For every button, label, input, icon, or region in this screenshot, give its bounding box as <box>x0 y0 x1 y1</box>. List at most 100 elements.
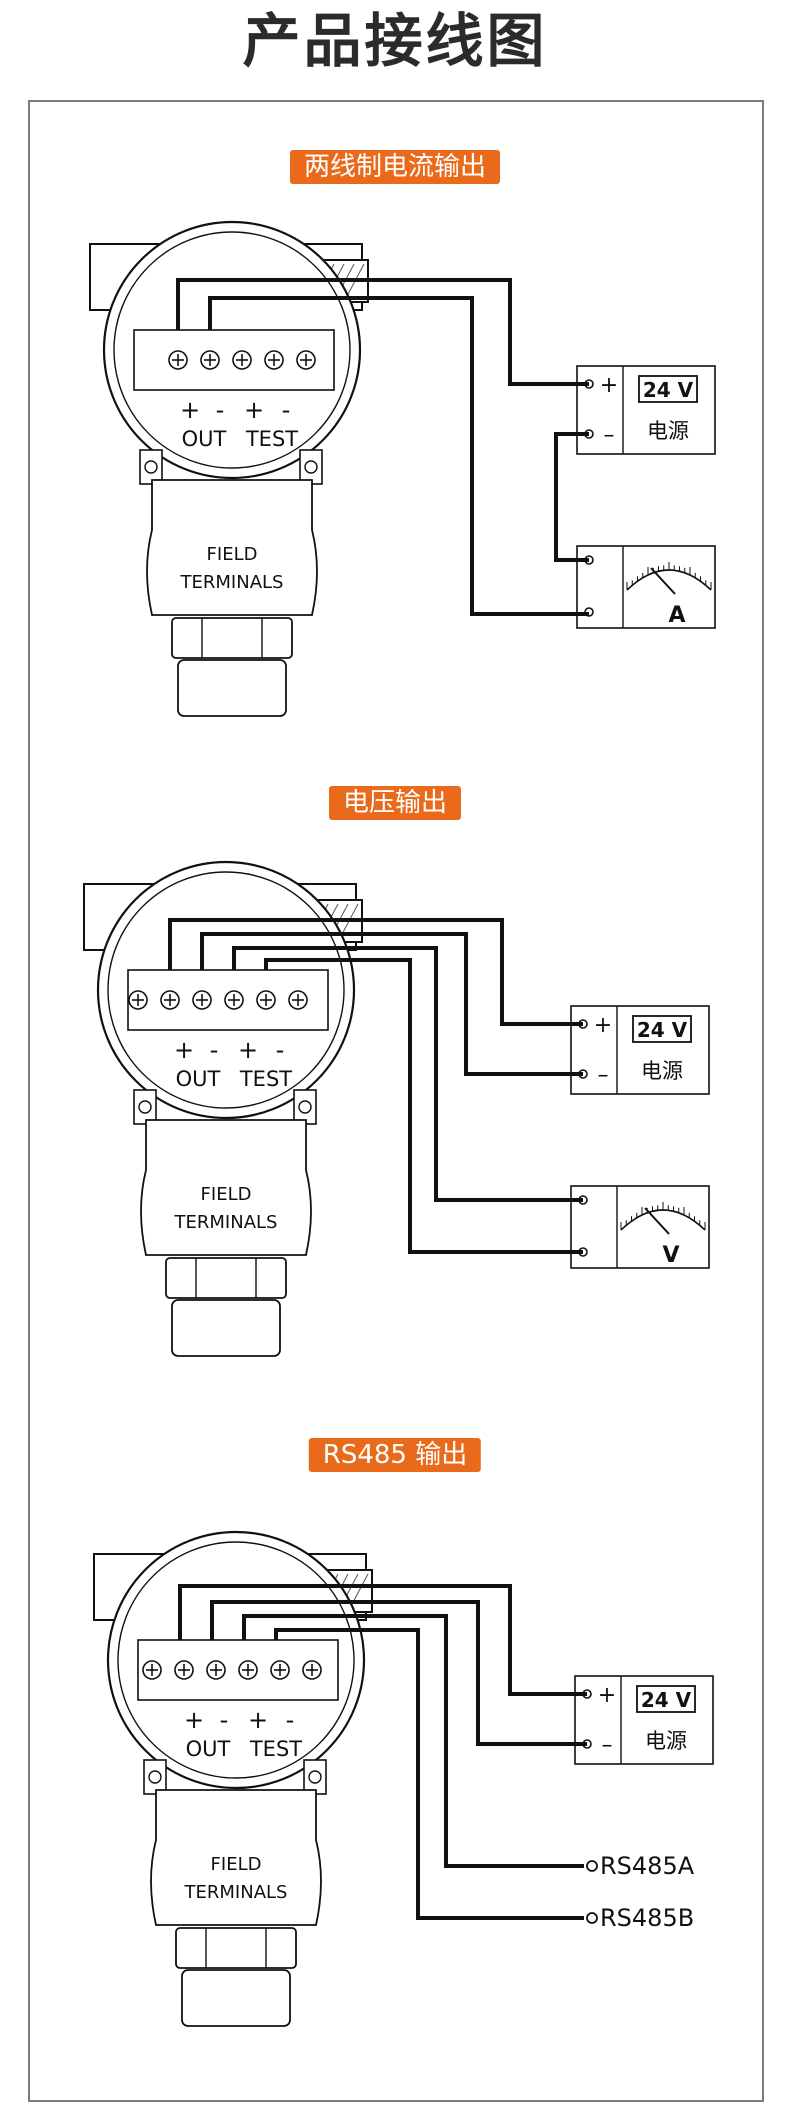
mount-lug <box>299 449 323 485</box>
out-minus-label: - <box>220 1706 229 1734</box>
section-label-current: 两线制电流输出 <box>289 150 501 184</box>
meter-box <box>570 1185 710 1269</box>
terminals-label: TERMINALS <box>174 1212 278 1233</box>
section-label-rs485: RS485 输出 <box>308 1438 482 1472</box>
terminal-screw <box>200 350 220 370</box>
terminal-screw <box>264 350 284 370</box>
neck-body <box>140 1119 312 1256</box>
test-minus-label: - <box>286 1706 295 1734</box>
wire <box>210 1600 587 1746</box>
terminal-screw <box>302 1660 322 1680</box>
power-supply: + – 24 V 电源 <box>570 1005 710 1095</box>
hex-nut <box>165 1257 287 1299</box>
meter-box <box>576 545 716 629</box>
terminal-screw <box>256 990 276 1010</box>
wire <box>274 1628 584 1920</box>
power-minus-label: – <box>598 1063 609 1088</box>
terminal-screw <box>206 1660 226 1680</box>
test-minus-label: - <box>282 396 291 424</box>
power-minus-label: – <box>604 423 615 448</box>
power-supply: + – 24 V 电源 <box>576 365 716 455</box>
field-label: FIELD <box>211 1854 262 1875</box>
meter-needle <box>644 1207 670 1235</box>
wire <box>208 296 589 616</box>
test-label: TEST <box>239 1067 292 1091</box>
meter-needle <box>650 567 676 595</box>
wire <box>264 958 583 1254</box>
power-supply: + – 24 V 电源 <box>574 1675 714 1765</box>
mount-lug <box>133 1089 157 1125</box>
power-plus-label: + <box>594 1013 612 1038</box>
out-plus-label: + <box>184 1706 204 1734</box>
power-plus-label: + <box>598 1683 616 1708</box>
meter-letter: A <box>668 603 685 628</box>
terminal-screw <box>296 350 316 370</box>
process-fitting <box>171 1299 281 1357</box>
meter: V <box>570 1185 710 1269</box>
mount-lug <box>139 449 163 485</box>
test-plus-label: + <box>248 1706 268 1734</box>
power-minus-label: – <box>602 1733 613 1758</box>
section-label-voltage: 电压输出 <box>328 786 462 820</box>
power-name-label: 电源 <box>645 1729 687 1753</box>
out-label: OUT <box>182 427 227 451</box>
process-fitting <box>177 659 287 717</box>
out-plus-label: + <box>174 1036 194 1064</box>
terminal-screw <box>160 990 180 1010</box>
power-name-label: 电源 <box>647 419 689 443</box>
voltage-box <box>636 1685 696 1713</box>
terminal-screw <box>224 990 244 1010</box>
out-minus-label: - <box>210 1036 219 1064</box>
wire <box>554 432 589 562</box>
terminal-screw <box>174 1660 194 1680</box>
voltage-box <box>632 1015 692 1043</box>
neck-body <box>150 1789 322 1926</box>
test-label: TEST <box>249 1737 302 1761</box>
wire <box>178 1584 587 1696</box>
out-label: OUT <box>186 1737 231 1761</box>
voltage-label: 24 V <box>643 378 694 402</box>
terminal-block <box>137 1639 339 1701</box>
neck-body <box>146 479 318 616</box>
out-label: OUT <box>176 1067 221 1091</box>
terminal-screw <box>270 1660 290 1680</box>
rs485a-label: RS485A <box>600 1852 695 1880</box>
rs485a-terminal <box>586 1860 598 1872</box>
out-plus-label: + <box>180 396 200 424</box>
terminal-screw <box>142 1660 162 1680</box>
mount-lug <box>293 1089 317 1125</box>
meter: A <box>576 545 716 629</box>
test-label: TEST <box>245 427 298 451</box>
voltage-box <box>638 375 698 403</box>
terminal-screw <box>232 350 252 370</box>
voltage-label: 24 V <box>637 1018 688 1042</box>
terminals-label: TERMINALS <box>184 1882 288 1903</box>
terminal-screw <box>288 990 308 1010</box>
rs485b-label: RS485B <box>600 1904 694 1932</box>
field-label: FIELD <box>201 1184 252 1205</box>
test-plus-label: + <box>244 396 264 424</box>
power-plus-label: + <box>600 373 618 398</box>
terminal-screw <box>168 350 188 370</box>
terminal-screw <box>128 990 148 1010</box>
wire <box>242 1614 584 1868</box>
terminals-label: TERMINALS <box>180 572 284 593</box>
meter-dial <box>620 1209 706 1231</box>
process-fitting <box>181 1969 291 2027</box>
test-plus-label: + <box>238 1036 258 1064</box>
power-name-label: 电源 <box>641 1059 683 1083</box>
page-title: 产品接线图 <box>242 7 548 75</box>
wire <box>232 946 583 1202</box>
hex-nut <box>175 1927 297 1969</box>
rs485b-terminal <box>586 1912 598 1924</box>
voltage-label: 24 V <box>641 1688 692 1712</box>
meter-dial <box>626 569 712 591</box>
out-minus-label: - <box>216 396 225 424</box>
terminal-screw <box>238 1660 258 1680</box>
hex-nut <box>171 617 293 659</box>
wire <box>168 918 583 1026</box>
